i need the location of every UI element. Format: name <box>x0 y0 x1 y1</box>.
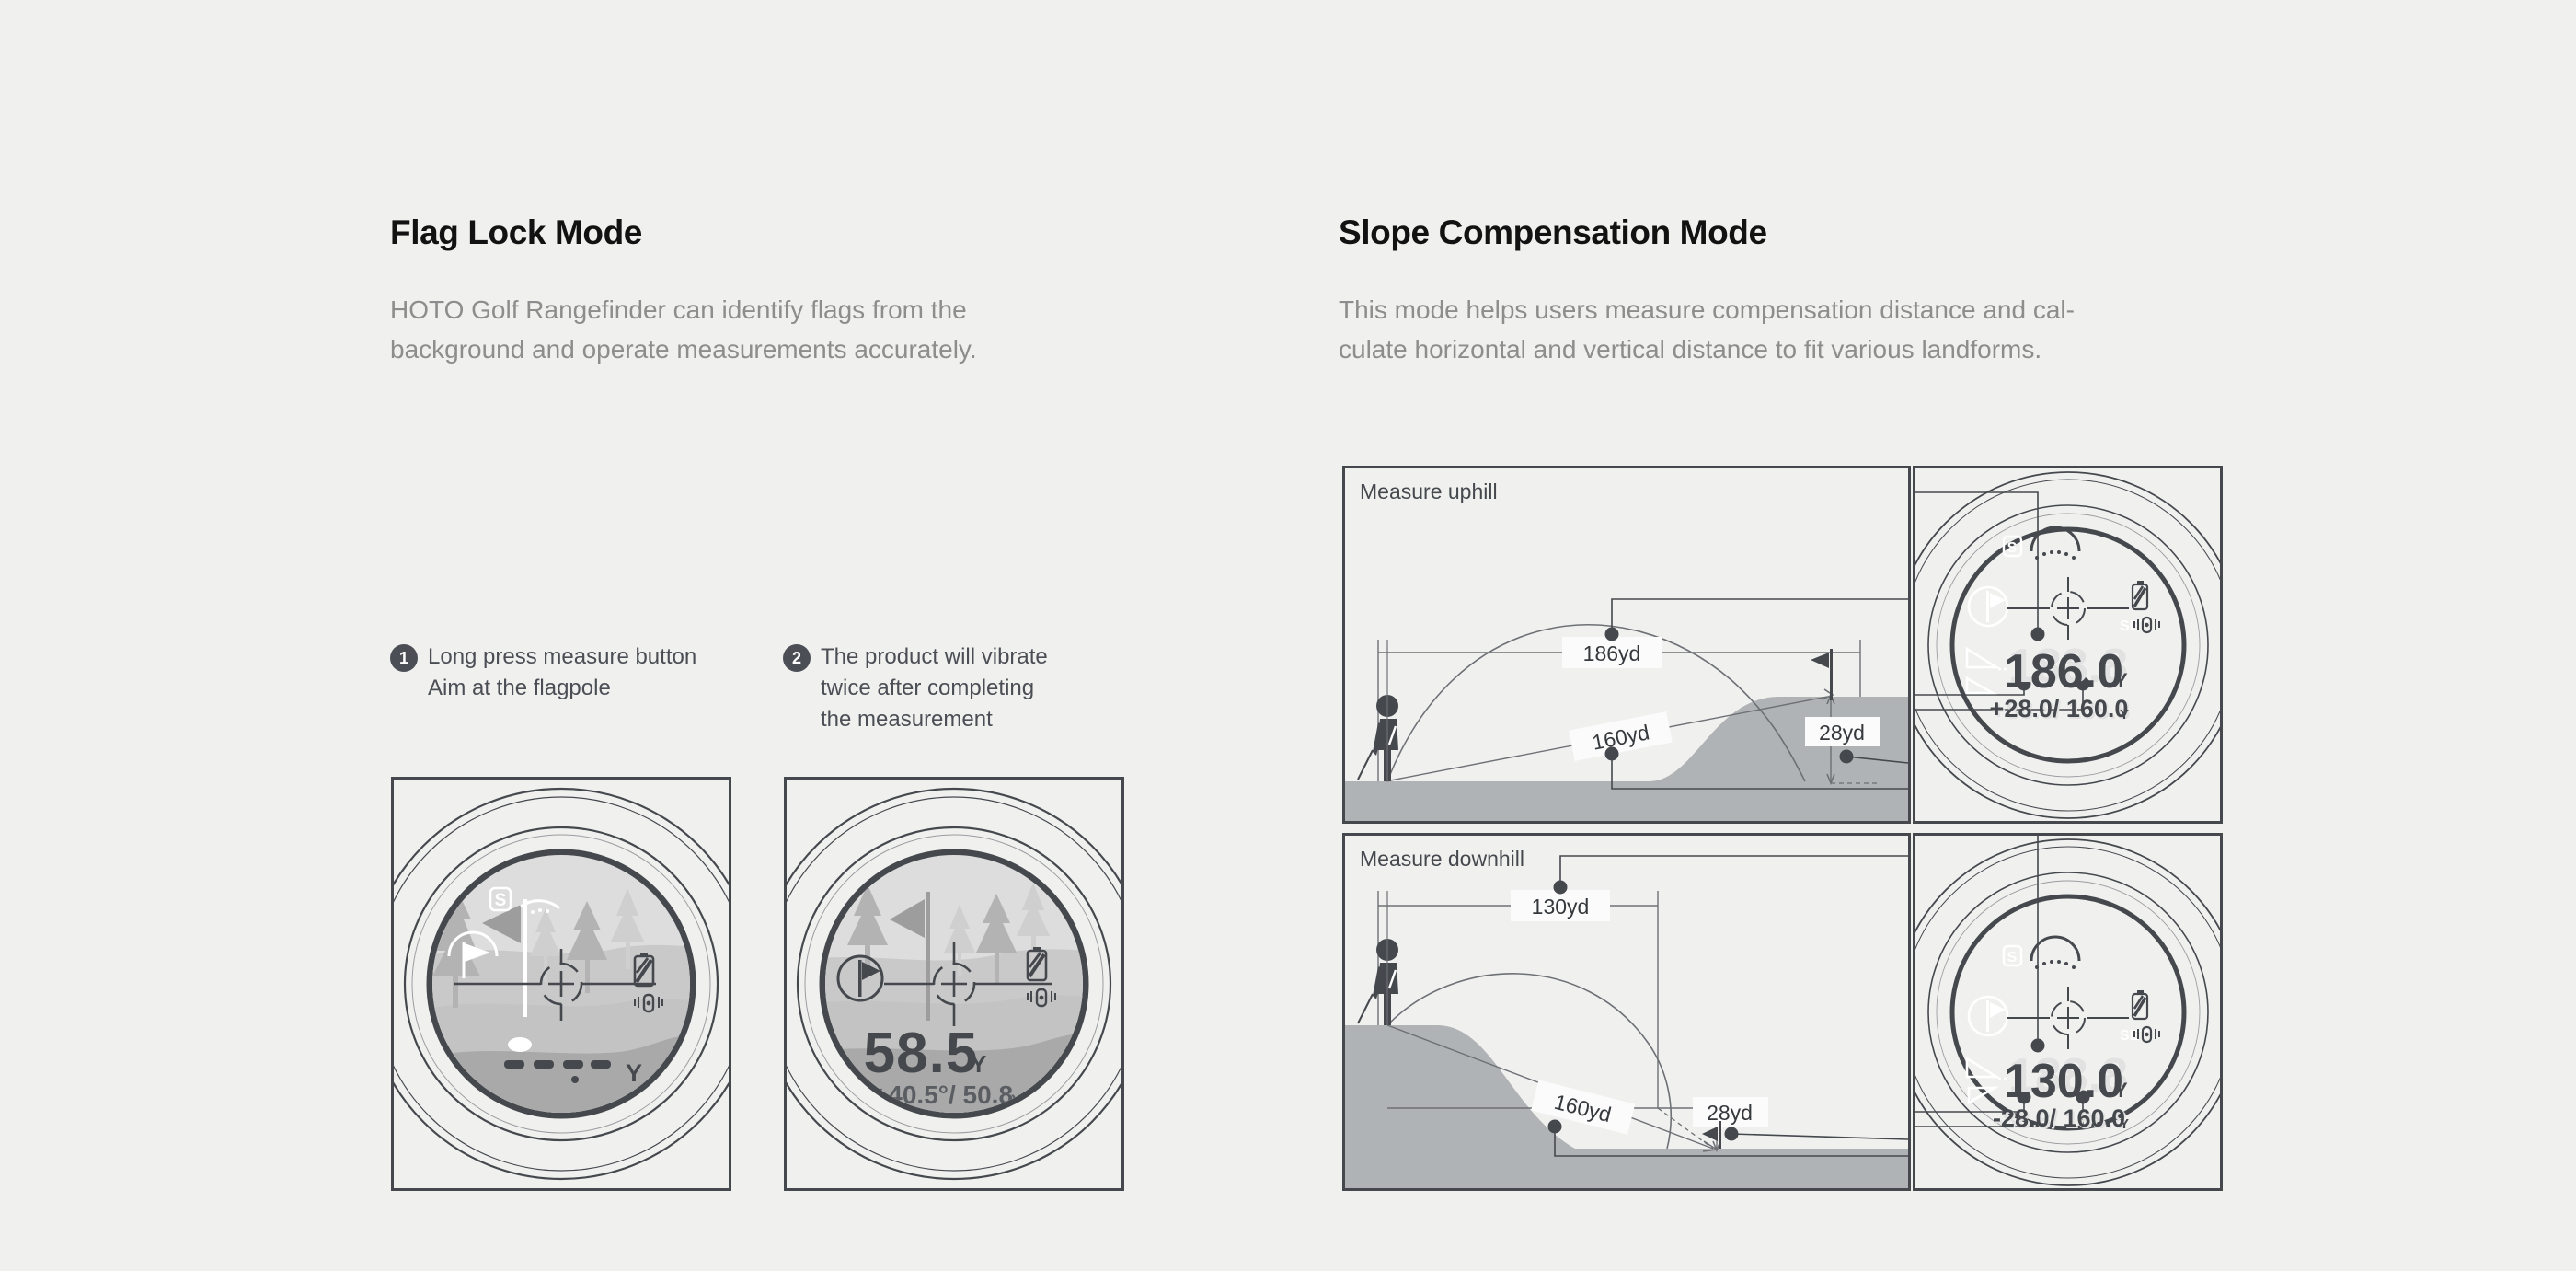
vibration-icon <box>2133 1025 2160 1044</box>
vibration-icon <box>634 993 663 1013</box>
s-badge-icon: S <box>2002 944 2023 967</box>
step-badge-1: 1 <box>390 644 418 672</box>
flag-lock-icon <box>836 954 884 1002</box>
reading-primary-downhill: 130.0 <box>2004 1055 2123 1108</box>
ghost-primary-uphill: 188.8 <box>2008 640 2128 693</box>
reading-secondary-uphill: +28.0/ 160.0 <box>1990 695 2129 722</box>
label-downhill-vertical: 28yd <box>1707 1101 1753 1125</box>
left-column-desc-line1: HOTO Golf Rangefinder can identify flags… <box>390 295 967 324</box>
reading-primary-2: 58.5 <box>864 1022 979 1085</box>
signal-arc-icon <box>2030 935 2081 969</box>
panel-label-downhill: Measure downhill <box>1360 847 1524 871</box>
reading-primary-uphill: 186.0 <box>2004 645 2123 699</box>
label-uphill-vertical: 28yd <box>1819 721 1865 745</box>
step-1-line1: Long press measure button <box>428 644 697 669</box>
battery-icon <box>2131 990 2149 1021</box>
step-item-2: 2 The product will vibrate twice after c… <box>783 641 1096 735</box>
reading-primary-unit-2: Y <box>971 1050 986 1078</box>
right-column-desc-line1: This mode helps users measure compensati… <box>1339 295 2075 324</box>
panel-label-uphill: Measure uphill <box>1360 480 1498 503</box>
svg-text:S: S <box>495 891 507 910</box>
step-1-line2: Aim at the flagpole <box>428 676 611 701</box>
scenario-panel-uphill: Measure uphill 186yd 160yd <box>1342 466 1911 824</box>
right-column-title: Slope Compensation Mode <box>1339 214 1767 251</box>
vibration-icon <box>1027 988 1056 1008</box>
viewfinder-scene-1: S <box>394 787 729 1181</box>
step-item-1: 1 Long press measure button Aim at the f… <box>390 641 758 704</box>
step-badge-2: 2 <box>783 644 811 672</box>
uphill-display: S <box>1915 471 2220 819</box>
battery-icon <box>1026 947 1048 982</box>
uphill-diagram: 186yd 160yd 28yd <box>1345 598 1908 821</box>
flag-lock-icon <box>1967 585 2009 628</box>
display-panel-uphill: S <box>1913 466 2223 824</box>
flag-lock-icon <box>1967 995 2009 1037</box>
svg-text:S: S <box>2007 950 2018 965</box>
slope-down-icon <box>1965 1056 2009 1105</box>
downhill-diagram: 130yd 160yd 28yd <box>1345 855 1908 1188</box>
reading-secondary-unit-uphill: Y <box>2120 707 2129 722</box>
display-panel-downhill: S <box>1913 833 2223 1191</box>
label-uphill-horizontal: 186yd <box>1583 641 1641 665</box>
reading-primary-unit-uphill: Y <box>2114 669 2128 692</box>
battery-icon <box>2131 581 2149 611</box>
left-column-title: Flag Lock Mode <box>390 214 642 251</box>
s-badge-icon: S <box>2002 535 2023 558</box>
step-2-line2: twice after completing <box>821 676 1035 701</box>
reading-secondary-unit-downhill: Y <box>2120 1116 2129 1132</box>
downhill-display: S <box>1915 836 2220 1186</box>
svg-text:Y: Y <box>626 1059 642 1087</box>
svg-text:S: S <box>2007 540 2018 556</box>
viewfinder-frame-1: S <box>391 777 731 1191</box>
label-downhill-horizontal: 130yd <box>1532 895 1590 919</box>
reading-secondary-downhill: -28.0/ 160.0 <box>1993 1104 2125 1132</box>
ghost-primary-downhill: 188.8 <box>2008 1049 2128 1103</box>
step-2-line1: The product will vibrate <box>821 644 1048 669</box>
ghost-secondary-uphill: +88.8/ 188.8 <box>1992 697 2131 724</box>
viewfinder-frame-2: 58.5 Y +40.5°/ 50.8 Y <box>784 777 1124 1191</box>
viewfinder-scene-2: 58.5 Y +40.5°/ 50.8 Y <box>787 787 1121 1181</box>
left-column-desc-line2: background and operate measurements accu… <box>390 334 977 364</box>
scenario-panel-downhill: Measure downhill 130yd 160yd <box>1342 833 1911 1191</box>
reading-primary-unit-downhill: Y <box>2114 1079 2128 1102</box>
battery-icon <box>633 953 655 988</box>
vibration-icon <box>2133 616 2160 634</box>
signal-arc-icon <box>2030 526 2081 560</box>
ghost-secondary-downhill: -88.8/ 188.8 <box>1995 1106 2127 1134</box>
step-text-1: Long press measure button Aim at the fla… <box>428 641 696 704</box>
step-text-2: The product will vibrate twice after com… <box>821 641 1048 735</box>
right-column-desc-line2: culate horizontal and vertical distance … <box>1339 334 2042 364</box>
step-2-line3: the measurement <box>821 707 993 733</box>
reading-secondary-2: +40.5°/ 50.8 <box>873 1080 1013 1109</box>
slope-up-icon <box>1965 646 2009 695</box>
